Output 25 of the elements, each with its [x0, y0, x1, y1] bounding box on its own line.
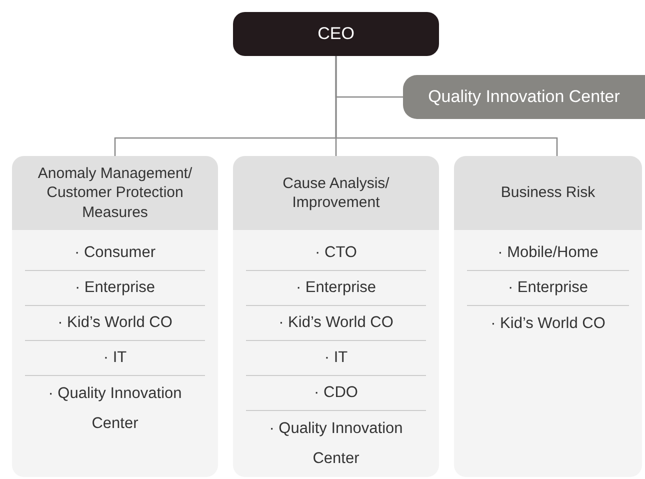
division-title: Cause Analysis/ Improvement	[233, 156, 439, 230]
connector-line	[335, 56, 558, 156]
ceo-box	[233, 12, 439, 56]
unit-item: · Mobile/Home	[467, 236, 629, 271]
unit-item: · Kid’s World CO	[246, 306, 426, 341]
division-title: Business Risk	[454, 156, 642, 230]
unit-item: · Enterprise	[25, 271, 205, 306]
unit-item: · CDO	[246, 376, 426, 411]
unit-item: · Kid’s World CO	[25, 306, 205, 341]
node-label: Quality Innovation Center	[428, 87, 620, 107]
unit-item: · Kid’s World CO	[490, 314, 606, 334]
division-card	[454, 156, 642, 477]
unit-item: · Quality Innovation Center	[268, 419, 404, 469]
unit-item: · CTO	[246, 236, 426, 271]
division-card	[233, 156, 439, 477]
unit-item: · Quality Innovation Center	[47, 384, 183, 434]
unit-item: · Enterprise	[246, 271, 426, 306]
unit-item: · IT	[246, 341, 426, 376]
department-box	[403, 75, 645, 119]
unit-item: · Consumer	[25, 236, 205, 271]
division-card	[12, 156, 218, 477]
unit-item: · Enterprise	[467, 271, 629, 306]
unit-item: · IT	[25, 341, 205, 376]
division-title: Anomaly Management/ Customer Protection Measures	[12, 156, 218, 230]
node-label: CEO	[318, 24, 354, 44]
